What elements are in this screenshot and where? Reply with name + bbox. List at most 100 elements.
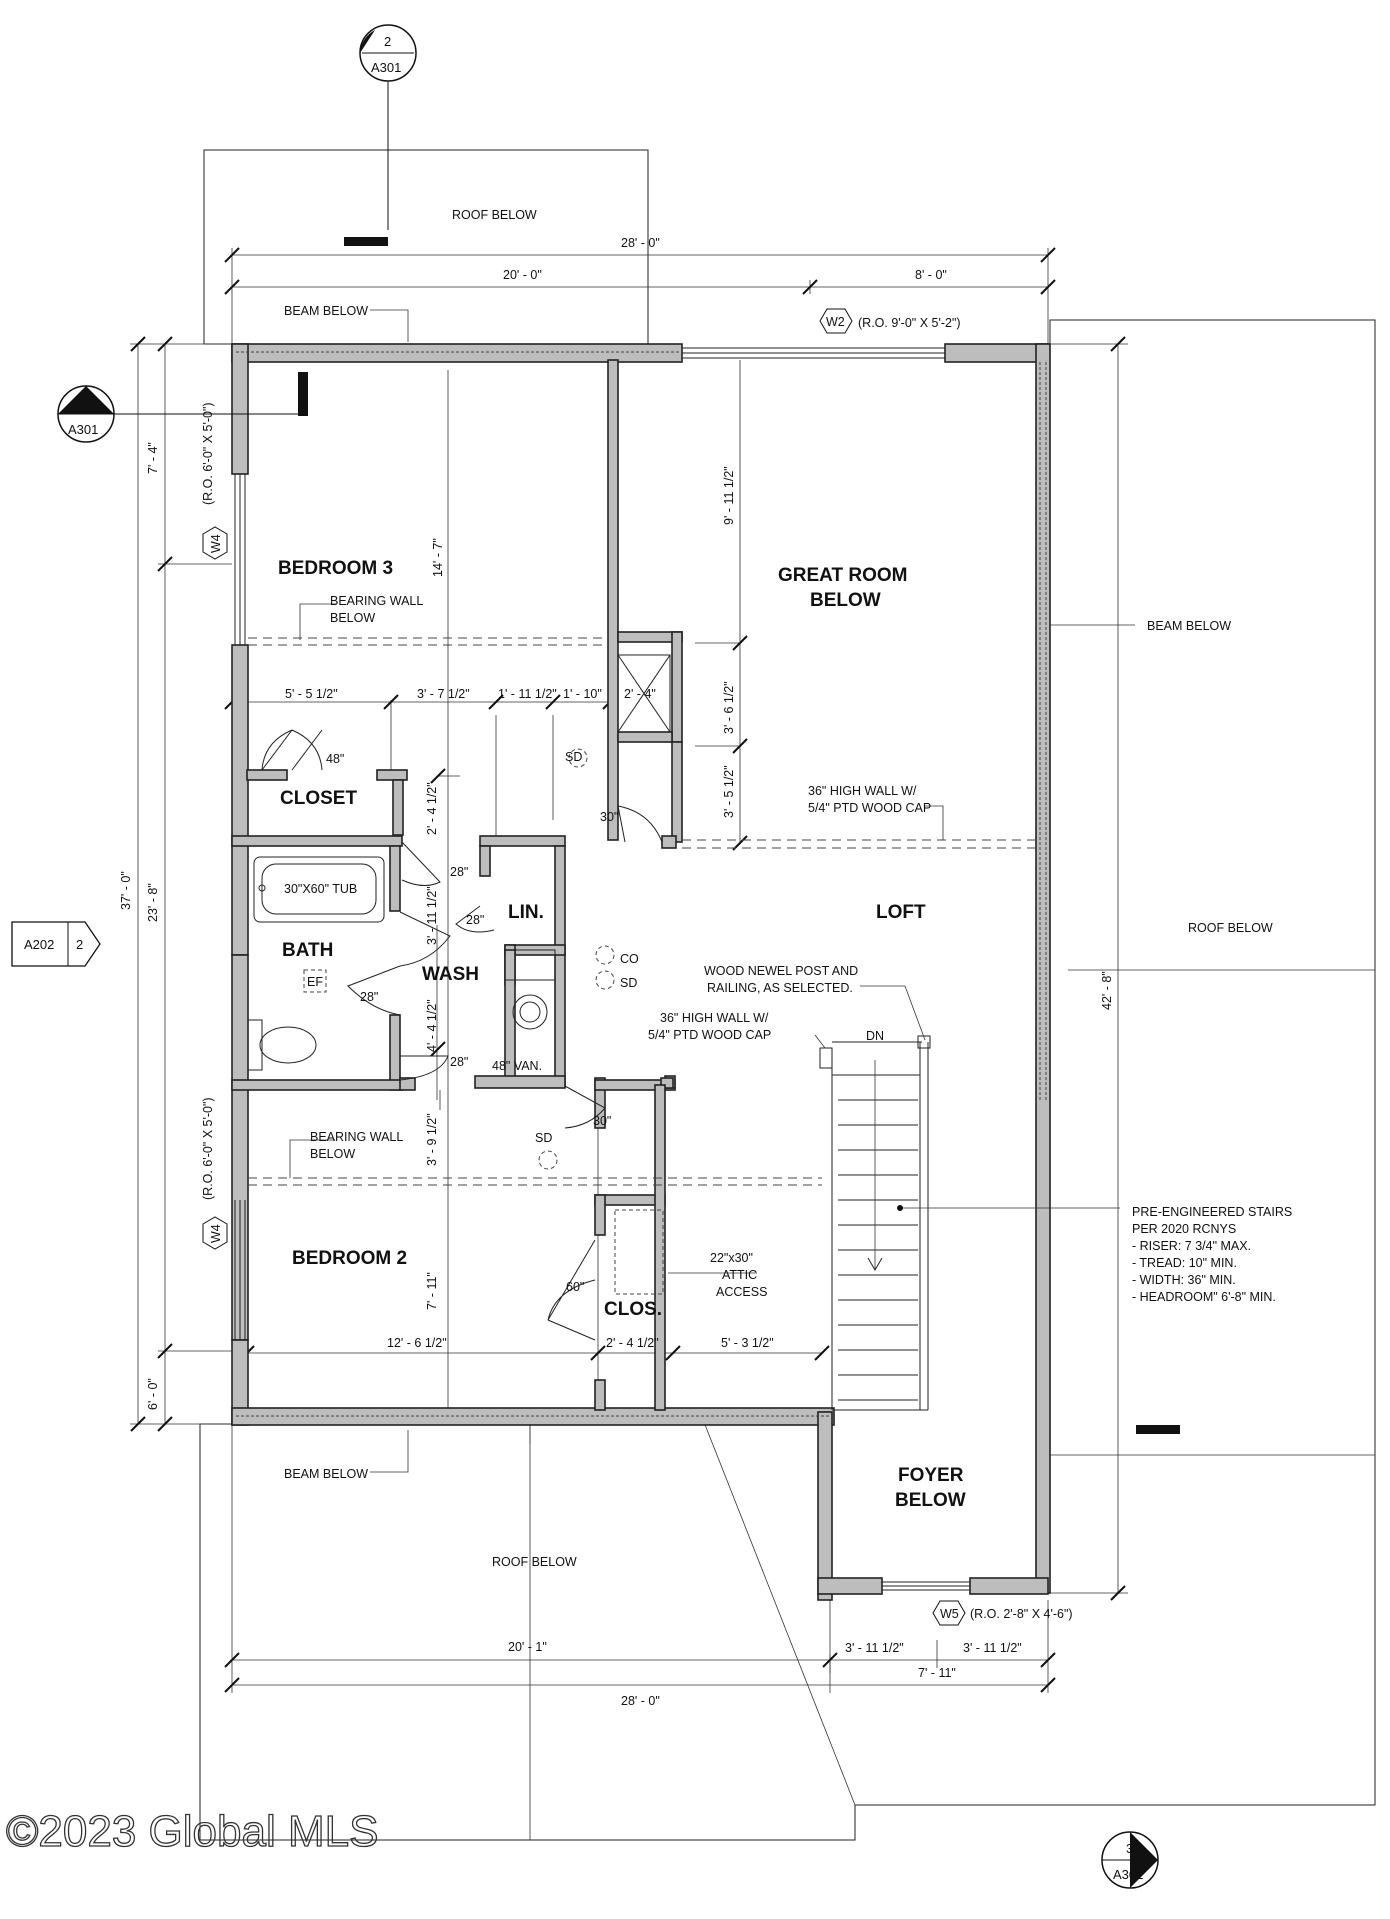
dim-closet-door: 48" [326,752,344,766]
dim-7-11: 7' - 11" [425,1272,439,1310]
fixtures [247,654,671,1295]
note-bearing-wall-2: BELOW [330,611,375,625]
sec3-number: 3 [1126,1841,1133,1856]
dim-foyer-a: 3' - 11 1/2" [845,1641,904,1655]
section-marker-2-top [344,24,417,246]
dim-row-b: 3' - 7 1/2" [417,687,470,701]
note-roof-below-top: ROOF BELOW [452,208,537,222]
note-36wall-4: 5/4" PTD WOOD CAP [648,1028,771,1042]
dim-row-c: 1' - 11 1/2" [498,687,557,701]
sec1-number: 1 [82,396,89,411]
note-stairs-0: PRE-ENGINEERED STAIRS [1132,1205,1292,1219]
note-roof-below-bottom: ROOF BELOW [492,1555,577,1569]
room-loft: LOFT [876,902,926,923]
dim-top-right: 8' - 0" [915,268,947,282]
note-sd-bottom: SD [535,1131,552,1145]
dim-28d: 28" [450,1055,468,1069]
note-stairs-1: PER 2020 RCNYS [1132,1222,1236,1236]
dim-30b: 30" [593,1114,611,1128]
note-tub: 30"X60" TUB [284,882,357,896]
dim-bed3-depth: 14' - 7" [431,538,445,577]
note-36wall-3: 36" HIGH WALL W/ [660,1011,769,1025]
door-swings [261,729,663,1341]
tag-w4-bottom: W4 [209,1224,223,1243]
dim-30a: 30" [600,810,618,824]
tag-labels: W2 W4 W4 W5 2 A301 1 A301 A202 2 3 A301 [24,34,1143,1882]
sec2-number: 2 [384,34,391,49]
note-dn: DN [866,1029,884,1043]
dimension-lines [130,248,1128,1693]
note-36wall-1: 36" HIGH WALL W/ [808,784,917,798]
note-36wall-2: 5/4" PTD WOOD CAP [808,801,931,815]
note-bearing-wall-1: BEARING WALL [330,594,423,608]
room-bedroom3: BEDROOM 3 [278,558,393,579]
dimension-labels: 28' - 0" 20' - 0" 8' - 0" 37' - 0" 23' -… [119,236,1114,1708]
dim-left-bottom: 6' - 0" [146,1378,160,1410]
tag-w5: W5 [940,1607,959,1621]
dim-left-top: 7' - 4" [146,442,160,474]
note-attic-1: 22"x30" [710,1251,753,1265]
dim-bottom-left: 20' - 1" [508,1640,547,1654]
note-co: CO [620,952,639,966]
dim-3-9: 3' - 9 1/2" [425,1113,439,1166]
dim-top-total: 28' - 0" [621,236,660,250]
dim-row-d: 1' - 10" [563,687,602,701]
sec1-sheet: A301 [68,422,98,437]
dim-row-a: 5' - 5 1/2" [285,687,338,701]
room-wash: WASH [422,964,479,985]
note-stairs-4: - WIDTH: 36" MIN. [1132,1273,1236,1287]
room-bedroom2: BEDROOM 2 [292,1248,407,1269]
tag-w2: W2 [826,315,845,329]
dim-foyer-b: 3' - 11 1/2" [963,1641,1022,1655]
dim-great-3a: 3' - 6 1/2" [722,681,736,734]
dim-right-total: 42' - 8" [1100,971,1114,1010]
note-ef: EF [307,975,323,989]
note-attic-3: ACCESS [716,1285,767,1299]
dim-4-4: 4' - 4 1/2" [425,999,439,1052]
dim-28c: 28" [360,990,378,1004]
note-w2-ro: (R.O. 9'-0" X 5'-2") [858,316,961,330]
dim-row-e: 2' - 4" [624,687,656,701]
dim-28b: 28" [466,913,484,927]
room-foyer-1: FOYER [898,1465,964,1486]
note-w4-ro-top: (R.O. 6'-0" X 5'-0") [201,402,215,505]
note-sd-top: SD [565,750,582,764]
dim-great-3b: 3' - 5 1/2" [722,765,736,818]
note-w5-ro: (R.O. 2'-8" X 4'-6") [970,1607,1073,1621]
note-attic-2: ATTIC [722,1268,757,1282]
tag-w4-top: W4 [209,534,223,553]
note-stairs-3: - TREAD: 10" MIN. [1132,1256,1237,1270]
room-great-room-1: GREAT ROOM [778,565,907,586]
room-closet: CLOSET [280,788,357,809]
note-newel-2: RAILING, AS SELECTED. [707,981,853,995]
elev-number: 2 [76,937,83,952]
section-marker-3-bottom [1101,1425,1180,1889]
dim-bot-b: 2' - 4 1/2" [606,1336,659,1350]
window-tags [202,308,966,1626]
room-bath: BATH [282,940,333,961]
note-beam-below-top: BEAM BELOW [284,304,368,318]
section-marker-1-left [57,372,308,443]
note-bearing-wall-3: BEARING WALL [310,1130,403,1144]
room-foyer-2: BELOW [895,1490,966,1511]
watermark: ©2023 Global MLS [6,1807,378,1856]
dim-great-9: 9' - 11 1/2" [722,466,736,525]
dim-foyer-c: 7' - 11" [918,1666,956,1680]
notes: ROOF BELOW ROOF BELOW ROOF BELOW BEAM BE… [201,208,1292,1621]
note-stairs-2: - RISER: 7 3/4" MAX. [1132,1239,1251,1253]
dimension-ticks [130,247,1126,1693]
note-sd-loft: SD [620,976,637,990]
bearing-lines [248,637,1036,1186]
elev-sheet: A202 [24,937,54,952]
note-roof-below-right: ROOF BELOW [1188,921,1273,935]
room-lin: LIN. [508,902,544,923]
note-w4-ro-bottom: (R.O. 6'-0" X 5'-0") [201,1097,215,1200]
sec2-sheet: A301 [371,60,401,75]
note-vanity: 48" VAN. [492,1059,542,1073]
dim-60: 60" [566,1280,584,1294]
room-great-room-2: BELOW [810,590,881,611]
walls [231,343,1051,1601]
dim-3-11: 3' - 11 1/2" [425,886,439,945]
leaders [289,309,1135,1473]
